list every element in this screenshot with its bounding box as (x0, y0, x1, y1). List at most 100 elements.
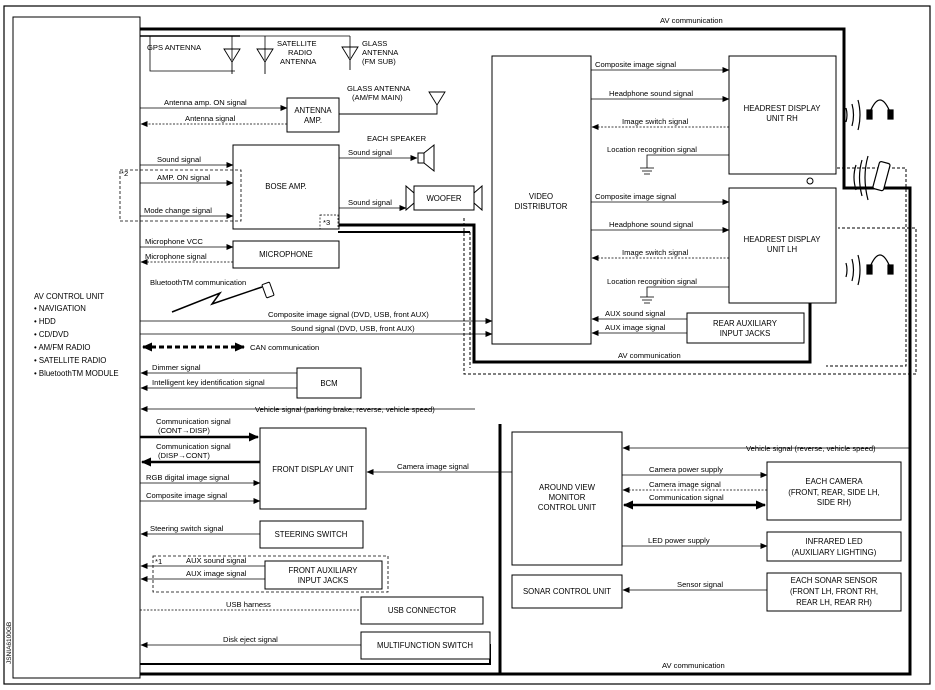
each-camera (766, 461, 902, 521)
camera-image-fd-label: Camera image signal (397, 462, 469, 471)
front-aux-label-1: FRONT AUXILIARY (288, 566, 358, 575)
satellite-antenna-icon (256, 48, 274, 74)
comm-disp-cont-label-1: Communication signal (156, 442, 231, 451)
steering-switch (259, 520, 364, 549)
glass-antenna-main-icon (339, 91, 446, 115)
remote-control-icon (853, 155, 891, 201)
multifunction-switch (360, 631, 491, 660)
communication-label: Communication signal (649, 493, 724, 502)
av-item: • NAVIGATION (34, 304, 86, 313)
microphone-label: MICROPHONE (259, 250, 313, 259)
note3-dashed-box (319, 214, 339, 230)
av-comm-mid-label: AV communication (618, 351, 681, 360)
each-camera-label-3: SIDE RH) (817, 498, 852, 507)
camera-image-label: Camera image signal (649, 480, 721, 489)
av-item: • BluetoothTM MODULE (34, 369, 119, 378)
multifunction-switch-label: MULTIFUNCTION SWITCH (377, 641, 473, 650)
note2-dashed-box (119, 169, 242, 222)
sonar-sensor-label-2: (FRONT LH, FRONT RH, (790, 587, 878, 596)
rh-ground-icon (640, 167, 654, 175)
av-item: • HDD (34, 317, 56, 326)
front-display-unit (259, 427, 367, 510)
each-camera-label-2: (FRONT, REAR, SIDE LH, (788, 488, 879, 497)
antenna-lines (140, 35, 351, 72)
satellite-label-2: RADIO (288, 48, 312, 57)
rear-aux-label-2: INPUT JACKS (720, 329, 771, 338)
front-aux-image-label: AUX image signal (186, 569, 247, 578)
steering-switch-label: STEERING SWITCH (275, 530, 348, 539)
sonar-sensor-label-1: EACH SONAR SENSOR (791, 576, 878, 585)
headphone-lh-icon (845, 254, 894, 286)
video-distributor-label-2: DISTRIBUTOR (515, 202, 568, 211)
headrest-rh-label-2: UNIT RH (766, 114, 797, 123)
infrared-led-label-2: (AUXILIARY LIGHTING) (792, 548, 877, 557)
around-view-monitor-control-unit (511, 431, 623, 566)
sound-dvd-label: Sound signal (DVD, USB, front AUX) (291, 324, 415, 333)
avm-label-3: CONTROL UNIT (538, 503, 596, 512)
antenna-amp-label-1: ANTENNA (294, 106, 332, 115)
speaker-icon (417, 143, 435, 173)
vehicle-reverse-label: Vehicle signal (reverse, vehicle speed) (746, 444, 876, 453)
lh-location-label: Location recognition signal (607, 277, 697, 286)
av-control-unit-items: • NAVIGATION • HDD • CD/DVD • AM/FM RADI… (34, 304, 119, 378)
sonar-sensor-label-3: REAR LH, REAR RH) (796, 598, 872, 607)
usb-connector (360, 596, 484, 625)
rgb-label: RGB digital image signal (146, 473, 229, 482)
sonar-control-unit (511, 574, 623, 609)
av-item: • SATELLITE RADIO (34, 356, 106, 365)
rh-location-label: Location recognition signal (607, 145, 697, 154)
rear-auxiliary-input-jacks (686, 312, 805, 344)
video-distributor (491, 55, 592, 345)
rear-aux-sound-label: AUX sound signal (605, 309, 666, 318)
avm-label-2: MONITOR (549, 493, 586, 502)
bose-amp-label: BOSE AMP. (265, 182, 306, 191)
headrest-rh-label-1: HEADREST DISPLAY (744, 104, 822, 113)
av-control-unit-title: AV CONTROL UNIT (34, 292, 104, 301)
bluetooth-comm-label: BluetoothTM communication (150, 278, 246, 287)
rh-location-line (646, 154, 729, 168)
rh-headphone-label: Headphone sound signal (609, 89, 693, 98)
bluetooth-lightning-icon (171, 286, 263, 313)
usb-connector-label: USB CONNECTOR (388, 606, 457, 615)
vehicle-signal-label: Vehicle signal (parking brake, reverse, … (255, 405, 435, 414)
note3-label: *3 (323, 218, 330, 227)
mobile-phone-icon (261, 281, 275, 299)
each-camera-label-1: EACH CAMERA (805, 477, 863, 486)
antenna-signal-label: Antenna signal (185, 114, 236, 123)
each-sonar-sensor (766, 572, 902, 612)
glass-fm-sub-label-3: (FM SUB) (362, 57, 396, 66)
mode-change-label: Mode change signal (144, 206, 212, 215)
comm-disp-cont-label-2: (DISP→CONT) (158, 451, 210, 460)
mic-vcc-label: Microphone VCC (145, 237, 203, 246)
sound-signal-in-label: Sound signal (157, 155, 201, 164)
headrest-lh-label-2: UNIT LH (767, 245, 797, 254)
headrest-display-lh (728, 187, 837, 304)
av-comm-bottom-label: AV communication (662, 661, 725, 670)
av-comm-top-label: AV communication (660, 16, 723, 25)
amp-on-label: AMP. ON signal (157, 173, 210, 182)
glass-fm-sub-label-2: ANTENNA (362, 48, 399, 57)
can-label: CAN communication (250, 343, 319, 352)
usb-harness-label: USB harness (226, 600, 271, 609)
microphone (232, 240, 340, 269)
note1-dashed-box (152, 555, 389, 593)
antenna-amp (286, 97, 340, 133)
headrest-lh-label-1: HEADREST DISPLAY (744, 235, 822, 244)
sonar-unit-label: SONAR CONTROL UNIT (523, 587, 611, 596)
avm-label-1: AROUND VIEW (539, 483, 596, 492)
av-item: • AM/FM RADIO (34, 343, 90, 352)
gps-antenna-icon (223, 48, 241, 74)
sound-to-speaker-label: Sound signal (348, 148, 392, 157)
front-auxiliary-input-jacks (264, 560, 383, 590)
comm-cont-disp-label-1: Communication signal (156, 417, 231, 426)
sensor-label: Sensor signal (677, 580, 723, 589)
lh-headphone-label: Headphone sound signal (609, 220, 693, 229)
rh-composite-label: Composite image signal (595, 60, 676, 69)
lh-image-switch-label: Image switch signal (622, 248, 689, 257)
rear-aux-image-label: AUX image signal (605, 323, 666, 332)
composite-fd-label: Composite image signal (146, 491, 227, 500)
diagram-frame (3, 5, 931, 685)
sound-to-woofer-label: Sound signal (348, 198, 392, 207)
front-aux-sound-label: AUX sound signal (186, 556, 247, 565)
